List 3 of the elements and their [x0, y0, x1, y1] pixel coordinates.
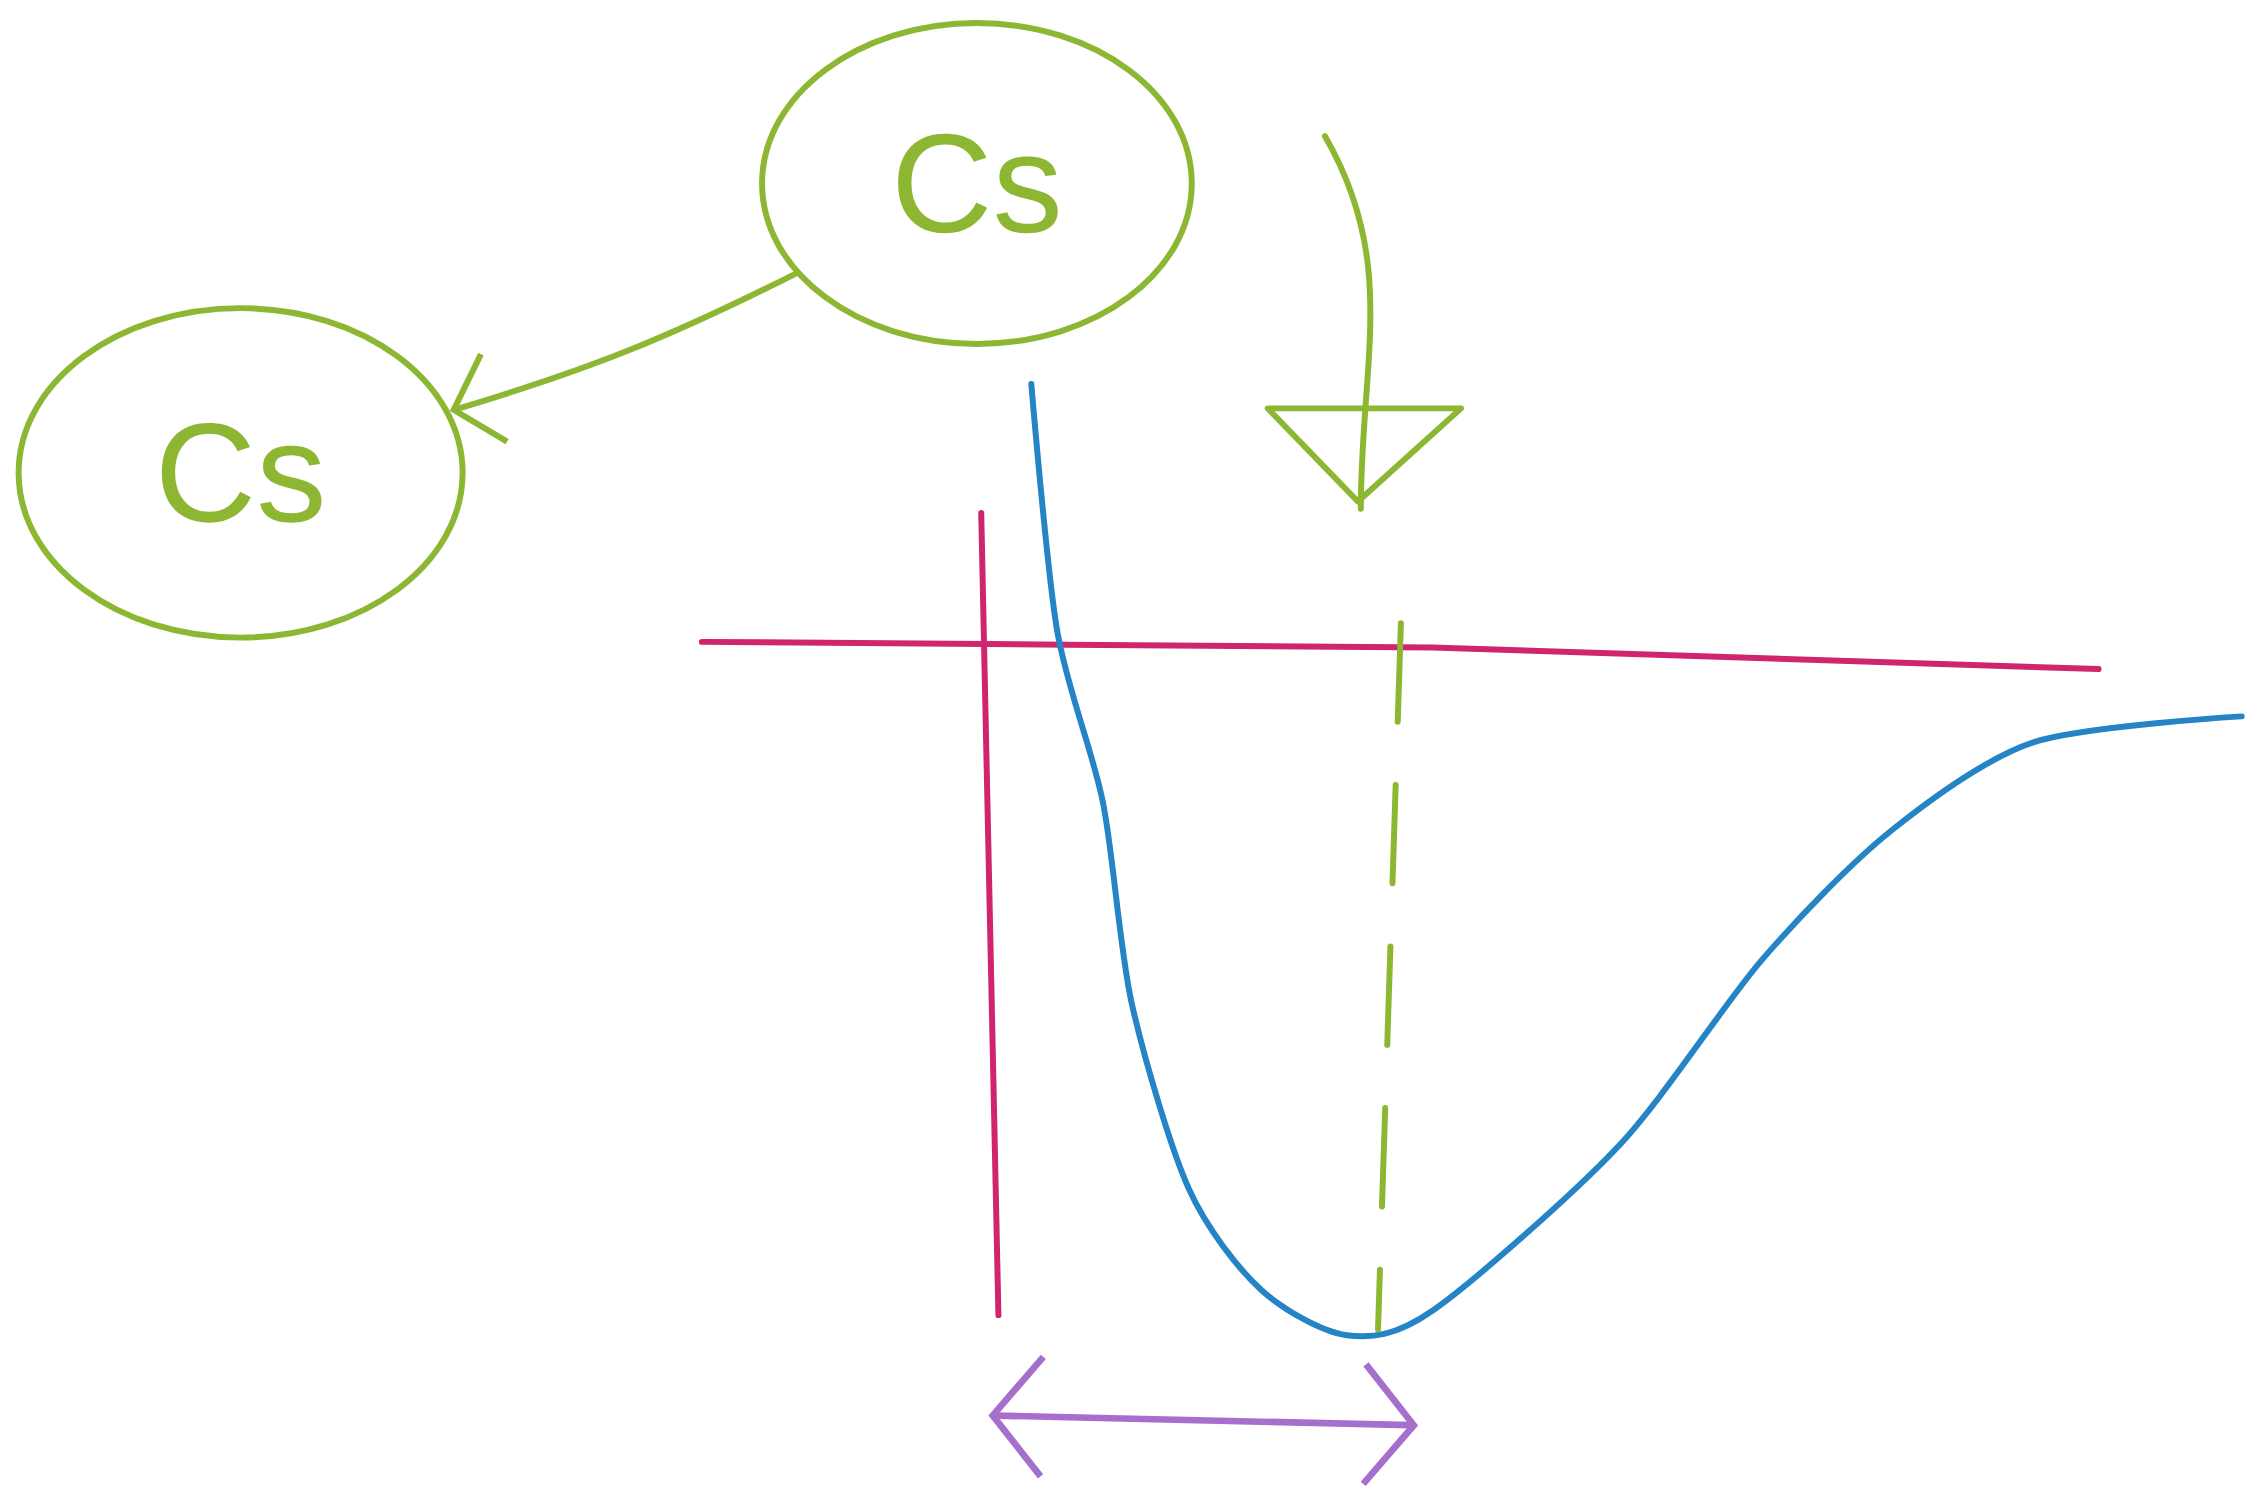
circle-node: Cs [15, 305, 466, 641]
arrow [449, 270, 799, 445]
circle-node: Cs [759, 20, 1195, 347]
